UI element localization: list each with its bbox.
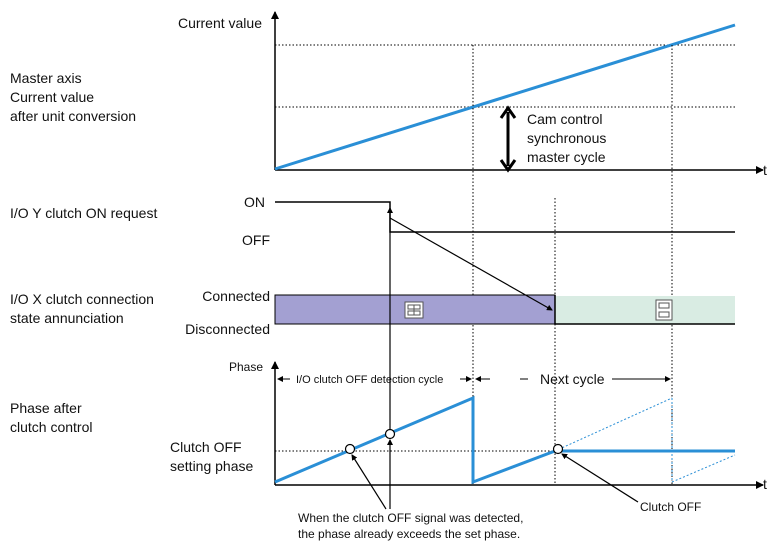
io-y-signal	[275, 201, 735, 233]
detected-point	[384, 428, 396, 440]
off-detection-cycle-label: I/O clutch OFF detection cycle	[296, 374, 443, 386]
clutch-disconnected-icon	[655, 299, 673, 321]
next-cycle-label: Next cycle	[540, 371, 605, 387]
t-label-top: t	[763, 162, 767, 178]
phase-after-label-2: clutch control	[10, 419, 92, 435]
on-label: ON	[244, 194, 265, 210]
vertical-guides	[472, 45, 673, 485]
clutch-off-setting-label-2: setting phase	[170, 458, 253, 474]
clutch-off-point	[552, 443, 564, 455]
cam-label-1: Cam control	[527, 111, 602, 127]
current-value-label: Current value	[178, 15, 262, 31]
cam-label-3: master cycle	[527, 149, 606, 165]
setting-phase-point	[344, 443, 356, 455]
connected-label: Connected	[202, 288, 270, 304]
disconnected-band	[555, 296, 735, 324]
signal-arrows	[387, 207, 553, 430]
clutch-off-setting-label-1: Clutch OFF	[170, 439, 242, 455]
phase-after-label-1: Phase after	[10, 400, 82, 416]
disconnected-label: Disconnected	[185, 321, 270, 337]
note-line-2: the phase already exceeds the set phase.	[298, 527, 520, 541]
off-label: OFF	[242, 232, 270, 248]
cam-label-2: synchronous	[527, 130, 606, 146]
io-x-label-1: I/O X clutch connection	[10, 291, 154, 307]
clutch-off-label: Clutch OFF	[640, 500, 701, 514]
phase-axis-label: Phase	[229, 360, 263, 374]
io-y-label: I/O Y clutch ON request	[10, 205, 157, 221]
t-label-bottom: t	[763, 476, 767, 492]
master-axis-graph	[271, 11, 764, 174]
io-x-label-2: state annunciation	[10, 310, 124, 326]
io-x-state	[274, 294, 735, 325]
master-current-value-line	[274, 23, 736, 171]
master-axis-label-1: Master axis	[10, 70, 82, 86]
phase-graph	[271, 361, 764, 510]
master-axis-label-3: after unit conversion	[10, 108, 136, 124]
master-axis-label-2: Current value	[10, 89, 94, 105]
phase-line	[274, 395, 735, 485]
clutch-connected-icon	[404, 301, 424, 319]
note-line-1: When the clutch OFF signal was detected,	[298, 511, 523, 525]
text-labels: Current value Master axis Current value …	[10, 15, 767, 541]
